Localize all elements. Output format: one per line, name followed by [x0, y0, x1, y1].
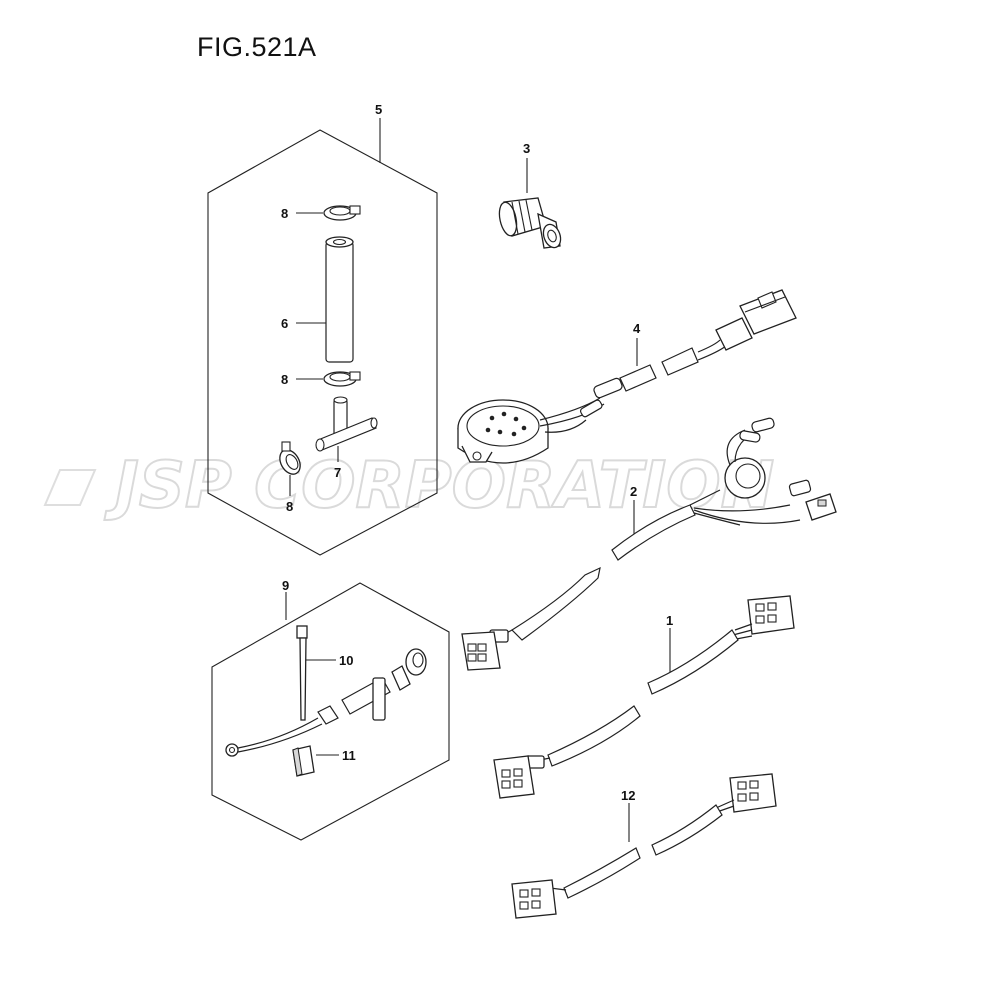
callout-2: 2	[630, 484, 637, 499]
watermark-logo	[43, 469, 97, 506]
callout-6: 6	[281, 316, 288, 331]
connector-11	[292, 745, 315, 777]
buzzer-harness-4: 4	[457, 289, 797, 464]
hose-clamp-top	[323, 205, 361, 221]
callout-5: 5	[375, 102, 382, 117]
callout-10: 10	[339, 653, 353, 668]
watermark: JSP CORPORATION	[43, 448, 775, 524]
callout-9: 9	[282, 578, 289, 593]
callout-4: 4	[633, 321, 641, 336]
t-joint	[315, 396, 378, 452]
kit-9-outline	[211, 582, 450, 841]
ground-lead	[225, 648, 427, 757]
callout-8-bottom: 8	[286, 499, 293, 514]
kit-5-outline	[207, 129, 438, 556]
callout-7: 7	[334, 465, 341, 480]
callout-8-middle: 8	[281, 372, 288, 387]
hose-clamp-middle	[323, 371, 361, 387]
callout-11: 11	[342, 748, 356, 763]
figure-title: FIG.521A	[197, 32, 317, 62]
kit-5-group: 5 8 6 8	[207, 102, 438, 556]
hose-clamp-bottom	[279, 441, 301, 475]
cable-tie	[296, 625, 308, 721]
callout-8-top: 8	[281, 206, 288, 221]
harness-1: 1	[493, 595, 795, 799]
kit-9-group: 9 10 11	[211, 578, 450, 841]
callout-3: 3	[523, 141, 530, 156]
watermark-text: JSP CORPORATION	[104, 449, 774, 523]
harness-12: 12	[511, 773, 777, 919]
hose	[325, 236, 354, 363]
callout-1: 1	[666, 613, 673, 628]
callout-12: 12	[621, 788, 635, 803]
harness-2: 2	[461, 417, 837, 671]
fitting-3: 3	[498, 141, 562, 249]
